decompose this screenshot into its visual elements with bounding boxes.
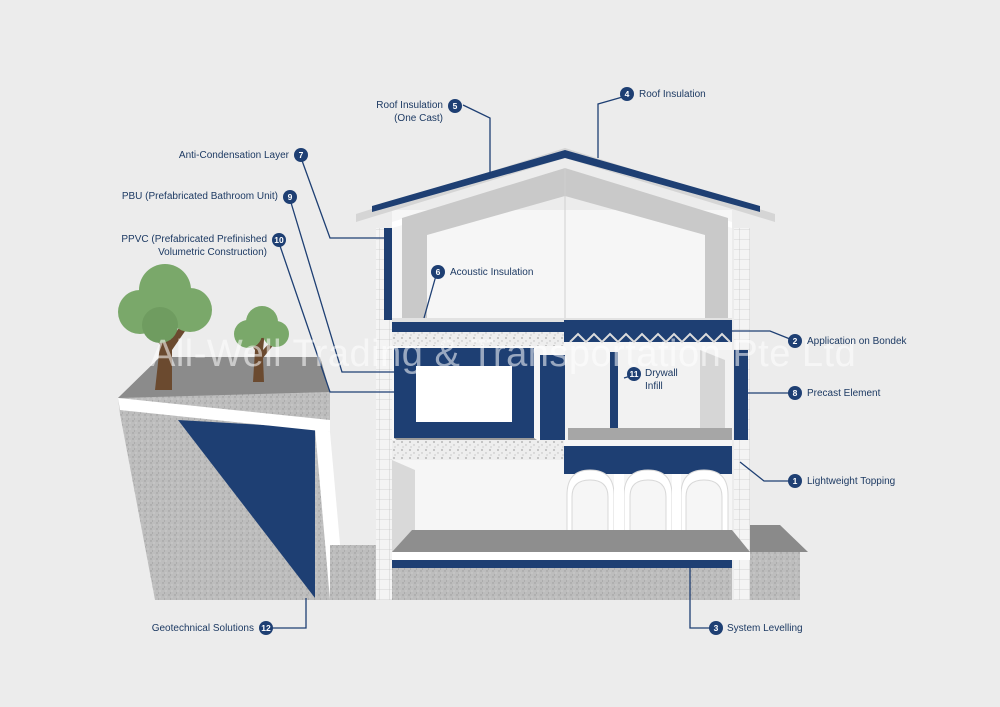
callout-3-badge: 3 [709,621,723,635]
callout-7-label: Anti-Condensation Layer [150,149,289,162]
callout-1-label: Lightweight Topping [807,475,895,488]
callout-2-badge: 2 [788,334,802,348]
callout-5-badge: 5 [448,99,462,113]
callout-7-badge: 7 [294,148,308,162]
callout-3-label: System Levelling [727,622,803,635]
callout-4-badge: 4 [620,87,634,101]
callout-12-badge: 12 [259,621,273,635]
callout-11-badge: 11 [627,367,641,381]
right-ground [750,525,808,600]
callout-6-label: Acoustic Insulation [450,266,533,279]
callout-5-label: Roof Insulation(One Cast) [350,99,443,125]
callout-12-label: Geotechnical Solutions [120,622,254,635]
callout-1-badge: 1 [788,474,802,488]
callout-9-label: PBU (Prefabricated Bathroom Unit) [90,190,278,203]
callout-9-badge: 9 [283,190,297,204]
watermark: All-Well Trading & Transportation Pte Lt… [150,333,856,376]
callout-8-label: Precast Element [807,387,880,400]
callout-6-badge: 6 [431,265,445,279]
callout-10-badge: 10 [272,233,286,247]
earth-retaining-block [118,357,380,600]
callout-2-label: Application on Bondek [807,335,907,348]
callout-8-badge: 8 [788,386,802,400]
callout-4-label: Roof Insulation [639,88,706,101]
